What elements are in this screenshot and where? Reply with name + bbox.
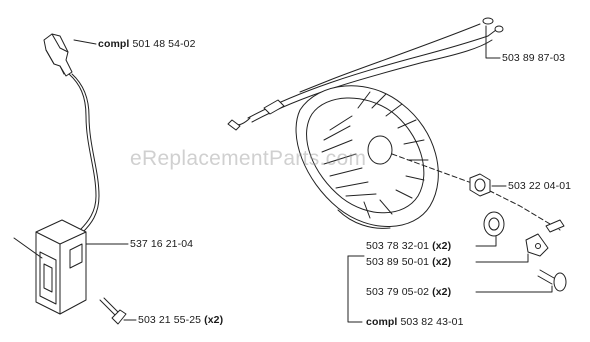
leader-pawl bbox=[475, 253, 529, 263]
part-label-nut: 503 22 04-01 bbox=[508, 180, 571, 192]
leader-cable bbox=[485, 25, 501, 59]
part-label-coil: 537 16 21-04 bbox=[130, 238, 193, 250]
ignition-lead bbox=[68, 73, 97, 231]
coil-screw bbox=[99, 297, 127, 325]
part-number: 503 79 05-02 bbox=[366, 286, 430, 298]
washer bbox=[483, 211, 505, 237]
ignition-lead-inner bbox=[71, 73, 100, 233]
watermark: eReplacementParts.com bbox=[130, 147, 367, 170]
part-qty: (x2) bbox=[432, 240, 452, 252]
part-qty: (x2) bbox=[432, 256, 452, 268]
part-label-washer: 503 78 32-01 (x2) bbox=[366, 240, 451, 252]
part-label-spring: 503 79 05-02 (x2) bbox=[366, 286, 451, 298]
part-number: 503 89 87-03 bbox=[502, 52, 566, 64]
part-number: 503 22 04-01 bbox=[508, 180, 572, 192]
ignition-coil bbox=[13, 219, 87, 315]
part-number: 503 21 55-25 bbox=[138, 314, 202, 326]
flywheel-nut bbox=[469, 173, 491, 197]
shaft-axis bbox=[391, 153, 561, 231]
leader-washer bbox=[475, 235, 497, 247]
flywheel bbox=[295, 85, 439, 229]
part-label-pawl: 503 89 50-01 (x2) bbox=[366, 256, 451, 268]
part-label-cable: 503 89 87-03 bbox=[502, 52, 565, 64]
spark-plug-boot bbox=[43, 33, 73, 77]
part-label-kit: compl 503 82 43-01 bbox=[366, 316, 464, 328]
part-qty: (x2) bbox=[432, 286, 452, 298]
part-prefix: compl bbox=[366, 316, 398, 328]
leader-spring bbox=[475, 285, 553, 293]
part-number: 537 16 21-04 bbox=[130, 238, 194, 250]
leader-kit bbox=[347, 255, 363, 323]
pawl bbox=[525, 233, 549, 257]
leader-boot bbox=[73, 39, 97, 45]
part-label-boot: compl 501 48 54-02 bbox=[98, 38, 196, 50]
part-number: 501 48 54-02 bbox=[132, 38, 196, 50]
ignition-cable bbox=[227, 17, 504, 131]
part-number: 503 78 32-01 bbox=[366, 240, 430, 252]
part-number: 503 89 50-01 bbox=[366, 256, 430, 268]
part-qty: (x2) bbox=[204, 314, 224, 326]
part-label-screw: 503 21 55-25 (x2) bbox=[138, 314, 223, 326]
part-number: 503 82 43-01 bbox=[400, 316, 464, 328]
part-prefix: compl bbox=[98, 38, 130, 50]
spring-pin bbox=[537, 219, 567, 292]
